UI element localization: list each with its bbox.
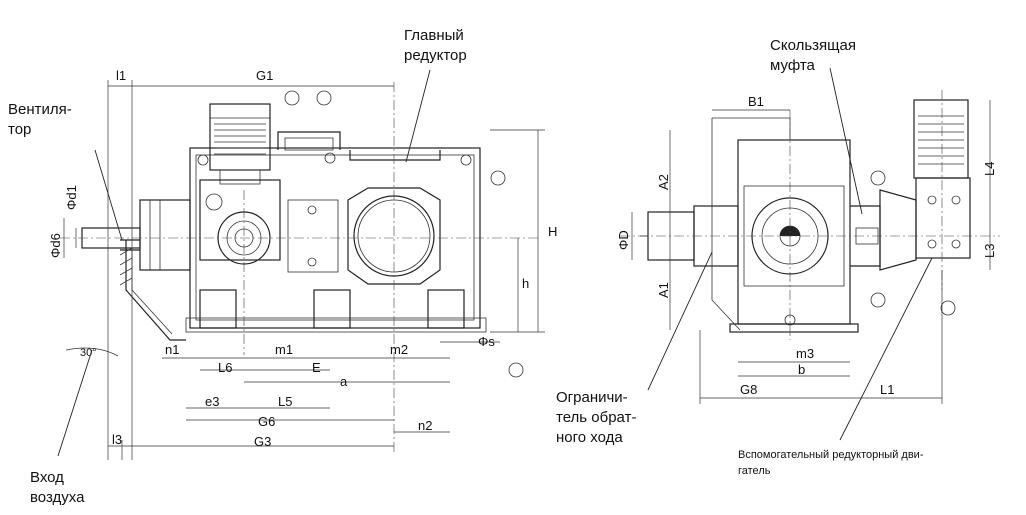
symbol-circle-1: [284, 90, 300, 106]
callout-aux-motor-l1: Вспомогательный редукторный дви-: [738, 449, 924, 461]
dim-s: Φs: [478, 334, 495, 349]
dim-l3: l3: [112, 432, 122, 447]
dim-A2: A2: [656, 174, 671, 190]
dim-G6: G6: [258, 414, 275, 429]
symbol-circle-5: [870, 170, 886, 186]
fan-motor: [209, 103, 271, 171]
callout-backstop-l3: ного хода: [556, 429, 623, 446]
dim-D: ΦD: [616, 230, 631, 250]
dim-a: a: [340, 374, 348, 389]
right-view: B1 A2 ΦD A1 L4 L3 m3 b G8 L1 Скользящая …: [556, 37, 1000, 477]
callout-main-reducer-l1: Главный: [404, 27, 464, 44]
dim-G8: G8: [740, 382, 757, 397]
callout-aux-motor-l2: гатель: [738, 465, 771, 477]
dim-m2: m2: [390, 342, 408, 357]
dim-L4: L4: [982, 162, 997, 176]
dim-angle: 30°: [80, 347, 97, 359]
aux-motor: [913, 99, 969, 179]
dim-d1: Φd1: [64, 185, 79, 210]
symbol-circle-3: [490, 170, 506, 186]
dim-e3: e3: [205, 394, 219, 409]
dim-G1: G1: [256, 68, 273, 83]
dim-n2: n2: [418, 418, 432, 433]
dim-L1: L1: [880, 382, 894, 397]
output-flange: [347, 187, 441, 285]
dim-E: E: [312, 360, 321, 375]
dim-B1: B1: [748, 94, 764, 109]
symbol-circle-7: [940, 300, 956, 316]
dim-L6: L6: [218, 360, 232, 375]
dim-m3: m3: [796, 346, 814, 361]
fan-housing: [139, 199, 191, 271]
dim-d6: Φd6: [48, 233, 63, 258]
air-inlet-hood: [125, 240, 186, 341]
symbol-circle-4: [508, 362, 524, 378]
dim-G3: G3: [254, 434, 271, 449]
dim-b: b: [798, 362, 805, 377]
callout-backstop-l2: тель обрат-: [556, 409, 636, 426]
callout-fan-l1: Вентиля-: [8, 101, 72, 118]
dim-m1: m1: [275, 342, 293, 357]
callout-air-inlet-l2: воздуха: [30, 489, 85, 506]
callout-air-inlet-l1: Вход: [30, 469, 64, 486]
dim-H: H: [548, 224, 557, 239]
dim-n1: n1: [165, 342, 179, 357]
callout-coupling-l2: муфта: [770, 57, 816, 74]
dim-l1: l1: [116, 68, 126, 83]
callout-coupling-l1: Скользящая: [770, 37, 856, 54]
dim-L3: L3: [982, 244, 997, 258]
dim-h: h: [522, 276, 529, 291]
callout-main-reducer-l2: редуктор: [404, 47, 467, 64]
dim-L5: L5: [278, 394, 292, 409]
left-view: l1 G1 H h Φs n1 m1 m2 L6 E a e3 L5 G6 n2…: [8, 27, 557, 506]
callout-backstop-l1: Ограничи-: [556, 389, 628, 406]
dim-A1: A1: [656, 282, 671, 298]
symbol-circle-2: [316, 90, 332, 106]
callout-fan-l2: тор: [8, 121, 31, 138]
symbol-circle-6: [870, 292, 886, 308]
